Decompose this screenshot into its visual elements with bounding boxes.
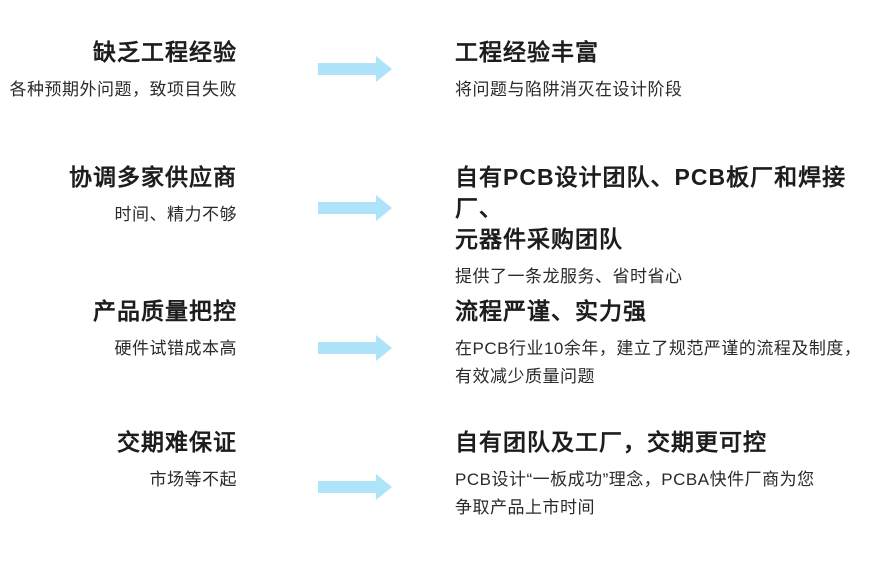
problem-subtitle: 市场等不起: [0, 466, 237, 494]
problem-subtitle: 硬件试错成本高: [0, 335, 237, 363]
problem-block-2: 协调多家供应商 时间、精力不够: [0, 162, 237, 229]
problem-title: 交期难保证: [0, 427, 237, 458]
right-arrow-icon: [318, 335, 392, 361]
problem-title: 产品质量把控: [0, 296, 237, 327]
solution-title: 自有团队及工厂，交期更可控: [455, 427, 881, 458]
solution-block-4: 自有团队及工厂，交期更可控 PCB设计“一板成功”理念，PCBA快件厂商为您 争…: [455, 427, 881, 522]
problem-block-1: 缺乏工程经验 各种预期外问题，致项目失败: [0, 37, 237, 104]
problem-title: 协调多家供应商: [0, 162, 237, 193]
problem-subtitle: 各种预期外问题，致项目失败: [0, 76, 237, 104]
right-arrow-icon: [318, 56, 392, 82]
solution-block-1: 工程经验丰富 将问题与陷阱消灭在设计阶段: [455, 37, 881, 104]
solution-block-2: 自有PCB设计团队、PCB板厂和焊接厂、 元器件采购团队 提供了一条龙服务、省时…: [455, 162, 881, 291]
solution-title: 自有PCB设计团队、PCB板厂和焊接厂、 元器件采购团队: [455, 162, 881, 255]
right-arrow-icon: [318, 474, 392, 500]
problem-subtitle: 时间、精力不够: [0, 201, 237, 229]
solution-title: 工程经验丰富: [455, 37, 881, 68]
problem-block-4: 交期难保证 市场等不起: [0, 427, 237, 494]
problem-title: 缺乏工程经验: [0, 37, 237, 68]
solution-block-3: 流程严谨、实力强 在PCB行业10余年，建立了规范严谨的流程及制度， 有效减少质…: [455, 296, 881, 391]
solution-subtitle: PCB设计“一板成功”理念，PCBA快件厂商为您 争取产品上市时间: [455, 466, 881, 522]
solution-title: 流程严谨、实力强: [455, 296, 881, 327]
solution-subtitle: 将问题与陷阱消灭在设计阶段: [455, 76, 881, 104]
problem-block-3: 产品质量把控 硬件试错成本高: [0, 296, 237, 363]
solution-subtitle: 在PCB行业10余年，建立了规范严谨的流程及制度， 有效减少质量问题: [455, 335, 881, 391]
solution-subtitle: 提供了一条龙服务、省时省心: [455, 263, 881, 291]
right-arrow-icon: [318, 195, 392, 221]
